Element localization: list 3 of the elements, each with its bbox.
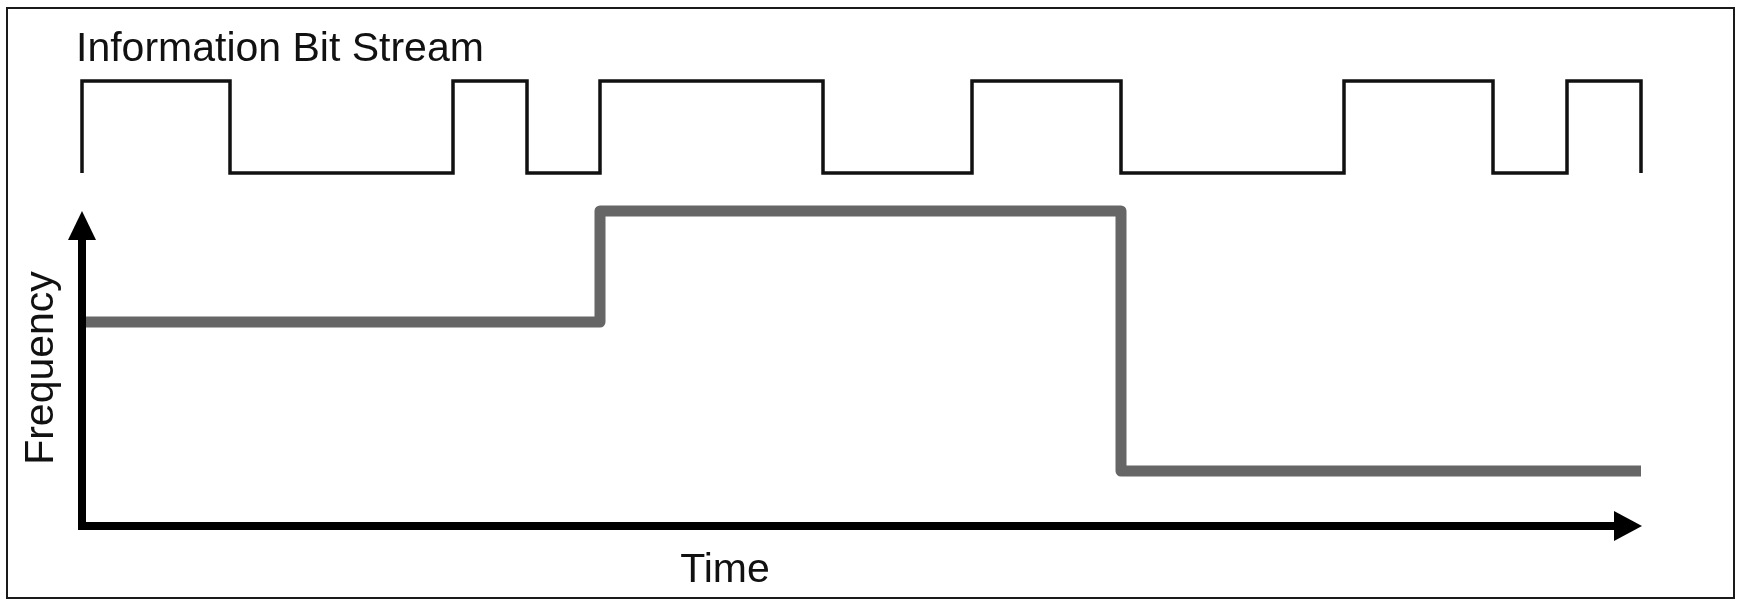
axis-label: Time	[680, 548, 770, 589]
waveform-label: Information Bit Stream	[76, 27, 484, 68]
axis-label: Frequency	[18, 271, 60, 465]
